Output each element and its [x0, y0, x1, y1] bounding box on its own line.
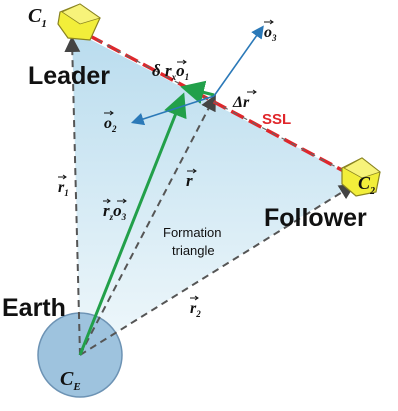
formation-label-line2: triangle — [172, 243, 215, 258]
ce-label: CE — [60, 368, 81, 393]
earth-label: Earth — [2, 294, 66, 322]
follower-satellite — [341, 157, 381, 197]
r1-vector — [64, 36, 81, 356]
r1-label: r1 — [58, 179, 69, 198]
rz-o3-label: rzo3 — [103, 201, 127, 222]
o2-axis — [130, 95, 215, 126]
rx-o1-vector — [180, 80, 215, 105]
ssl-line-inner — [89, 35, 356, 178]
r-vector — [79, 94, 216, 356]
delta-r-label: Δr — [232, 94, 250, 111]
formation-label-line1: Formation — [163, 225, 222, 240]
c1-label: C1 — [28, 5, 47, 30]
formation-triangle — [72, 30, 360, 355]
o3-axis — [213, 25, 264, 97]
rx-o1-label: δ rxo1 — [152, 61, 189, 82]
r2-vector — [79, 183, 356, 356]
r-label: r — [186, 171, 193, 190]
follower-label: Follower — [264, 204, 367, 232]
o3-label: o3 — [264, 24, 277, 43]
leader-label: Leader — [28, 62, 110, 90]
leader-satellite — [57, 3, 101, 41]
r2-label: r2 — [190, 300, 201, 319]
vector-overbars — [58, 19, 274, 301]
rz-o3-vector — [78, 92, 187, 356]
ssl-label: SSL — [262, 111, 291, 128]
c2-label: C2 — [358, 173, 375, 197]
o2-label: o2 — [104, 115, 117, 134]
